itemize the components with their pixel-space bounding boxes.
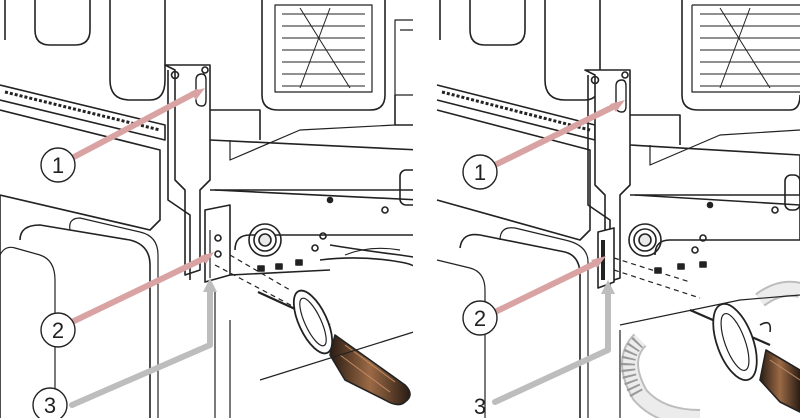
right-port-area <box>628 174 800 274</box>
right-callout-2-label: 2 <box>474 306 486 331</box>
right-callout-1-circle <box>462 154 498 190</box>
right-callout-2-circle <box>462 300 498 336</box>
left-top-slot-2 <box>109 0 166 101</box>
left-rail <box>0 84 166 141</box>
left-callout-3-circle <box>32 387 68 418</box>
right-callout-1-label: 1 <box>474 160 486 185</box>
right-callouts: 1 2 3 <box>462 100 625 418</box>
left-hinge-bracket <box>164 64 211 280</box>
left-port-area <box>248 169 421 272</box>
left-vent-grill <box>261 0 386 111</box>
right-panel <box>436 0 800 418</box>
right-hose <box>621 280 800 418</box>
left-top-slot <box>34 0 91 46</box>
right-callout-3-label: 3 <box>474 394 486 418</box>
left-callout-3-label: 3 <box>44 393 56 418</box>
right-vent-grill <box>681 0 800 111</box>
left-callout-1-label: 1 <box>52 153 64 178</box>
right-top-slot <box>469 0 526 46</box>
panel-divider <box>421 0 437 418</box>
left-callouts: 1 2 3 <box>32 88 217 418</box>
right-screwdriver <box>689 303 800 413</box>
left-panel <box>0 0 421 418</box>
left-callout-1-circle <box>40 147 76 183</box>
left-callout-2-circle <box>40 312 76 348</box>
left-callout-2-label: 2 <box>52 318 64 343</box>
right-top-slot-2 <box>544 0 601 101</box>
left-screwdriver <box>257 289 411 406</box>
